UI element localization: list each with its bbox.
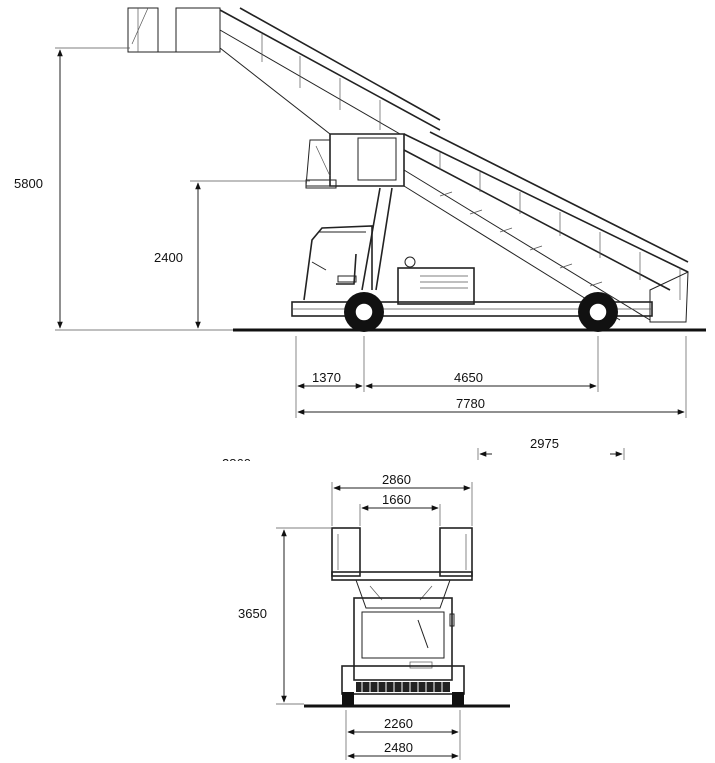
dim-platform-outer: 2860 xyxy=(331,472,473,526)
dim-height-min: 2400 xyxy=(152,180,310,329)
front-chassis xyxy=(341,665,465,706)
label-7780: 7780 xyxy=(456,396,485,411)
label-2975: 2975 xyxy=(530,436,559,451)
label-1370: 1370 xyxy=(312,370,341,385)
front-wheel xyxy=(344,292,384,332)
front-body xyxy=(353,579,455,681)
dim-platform-inner: 1660 xyxy=(359,492,441,526)
front-view: 2860 1660 3650 2260 2480 xyxy=(236,472,510,760)
side-view: 5800 2400 1370 4650 7780 xyxy=(12,7,706,473)
rear-wheel xyxy=(578,292,618,332)
cut-off-label: 2860 xyxy=(215,456,265,473)
label-2400: 2400 xyxy=(154,250,183,265)
dim-front-height: 3650 xyxy=(236,527,332,705)
label-3650: 3650 xyxy=(238,606,267,621)
dim-lengths: 1370 4650 7780 xyxy=(295,336,687,418)
label-2480: 2480 xyxy=(384,740,413,755)
raised-stair-outline xyxy=(127,7,441,135)
label-2260: 2260 xyxy=(384,716,413,731)
label-4650: 4650 xyxy=(454,370,483,385)
dim-front-widths: 2260 2480 xyxy=(345,710,461,760)
front-platform xyxy=(331,527,473,581)
dim-height-max: 5800 xyxy=(12,47,233,331)
label-5800: 5800 xyxy=(14,176,43,191)
dim-rear: 2975 xyxy=(477,436,625,460)
label-1660: 1660 xyxy=(382,492,411,507)
label-2860: 2860 xyxy=(382,472,411,487)
lowered-stair xyxy=(305,131,689,323)
